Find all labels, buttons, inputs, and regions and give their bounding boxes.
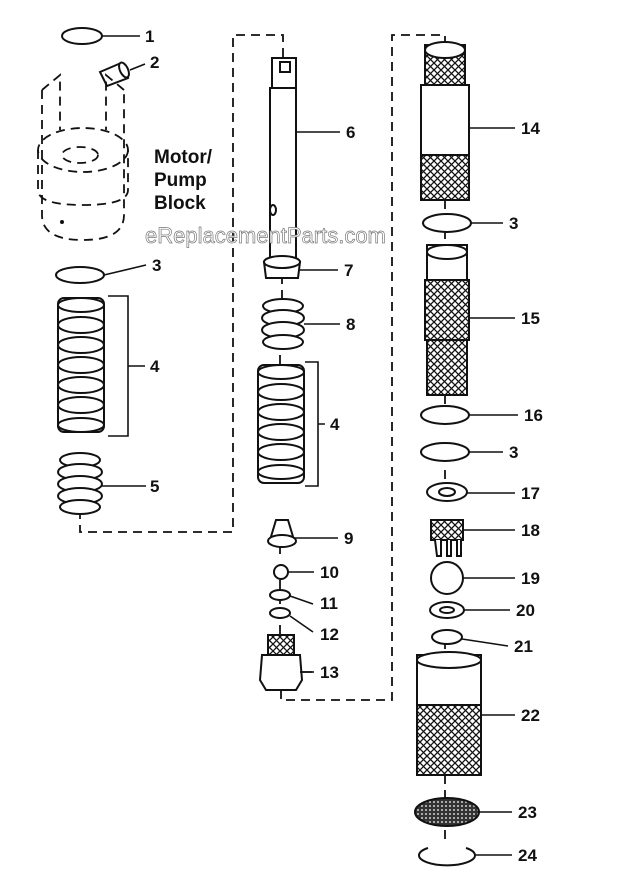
- callout-22: 22: [521, 706, 540, 725]
- callout-4-left: 4: [150, 357, 160, 376]
- callout-2: 2: [150, 53, 159, 72]
- callout-12: 12: [320, 625, 339, 644]
- callout-16: 16: [524, 406, 543, 425]
- part-3-o-ring-lower: [420, 442, 503, 462]
- part-16-o-ring: [420, 405, 518, 425]
- callout-5: 5: [150, 477, 159, 496]
- callout-6: 6: [346, 123, 355, 142]
- callout-11: 11: [320, 594, 338, 613]
- part-10-ball: [273, 564, 289, 580]
- part-5-spring: [57, 452, 103, 515]
- part-17-washer: [426, 482, 515, 502]
- callout-15: 15: [521, 309, 540, 328]
- part-9-valve-seat: [267, 519, 338, 548]
- part-20-seat: [429, 601, 510, 619]
- part-21-o-ring: [431, 629, 509, 647]
- part-18-guide: [430, 519, 515, 557]
- part-4-packing-set: [57, 295, 145, 437]
- part-3-o-ring-upper: [422, 213, 503, 233]
- motor-pump-block-label-line3: Block: [154, 193, 206, 214]
- part-7-retainer: [262, 255, 338, 279]
- leader-3a: [103, 264, 147, 276]
- leader-2: [129, 63, 146, 71]
- part-22-foot-valve-housing: [416, 651, 515, 776]
- callout-18: 18: [521, 521, 540, 540]
- part-19-ball: [430, 561, 515, 595]
- callout-20: 20: [516, 601, 535, 620]
- callout-19: 19: [521, 569, 540, 588]
- callout-17: 17: [521, 484, 540, 503]
- part-4-packing-set-lower: [257, 361, 325, 487]
- callout-1: 1: [145, 27, 154, 46]
- part-2-pin: [98, 61, 130, 88]
- callout-4-middle: 4: [330, 415, 340, 434]
- part-13-fitting: [258, 634, 312, 691]
- part-23-filter-screen: [414, 797, 512, 827]
- part-15-sleeve: [424, 244, 515, 396]
- motor-pump-block-label-line1: Motor/: [154, 147, 213, 168]
- callout-9: 9: [344, 529, 353, 548]
- callout-10: 10: [320, 563, 339, 582]
- callout-21: 21: [514, 637, 533, 656]
- part-motor-pump-block: [37, 73, 129, 241]
- watermark: eReplacementParts.com: [145, 223, 386, 248]
- callout-24: 24: [518, 846, 537, 865]
- callout-3-left: 3: [152, 256, 161, 275]
- part-8-spring: [261, 298, 340, 350]
- callout-8: 8: [346, 315, 355, 334]
- callout-23: 23: [518, 803, 537, 822]
- callout-3-right-lower: 3: [509, 443, 518, 462]
- part-1-o-ring: [61, 27, 103, 45]
- part-14-sleeve: [420, 41, 515, 201]
- part-12-washer: [269, 607, 314, 633]
- callout-14: 14: [521, 119, 540, 138]
- motor-pump-block-label-line2: Pump: [154, 170, 207, 191]
- callout-3-right-upper: 3: [509, 214, 518, 233]
- part-24-retaining-clip: [418, 847, 512, 867]
- callout-13: 13: [320, 663, 339, 682]
- part-3-o-ring: [55, 266, 105, 284]
- callout-7: 7: [344, 261, 353, 280]
- part-11-washer: [269, 589, 314, 605]
